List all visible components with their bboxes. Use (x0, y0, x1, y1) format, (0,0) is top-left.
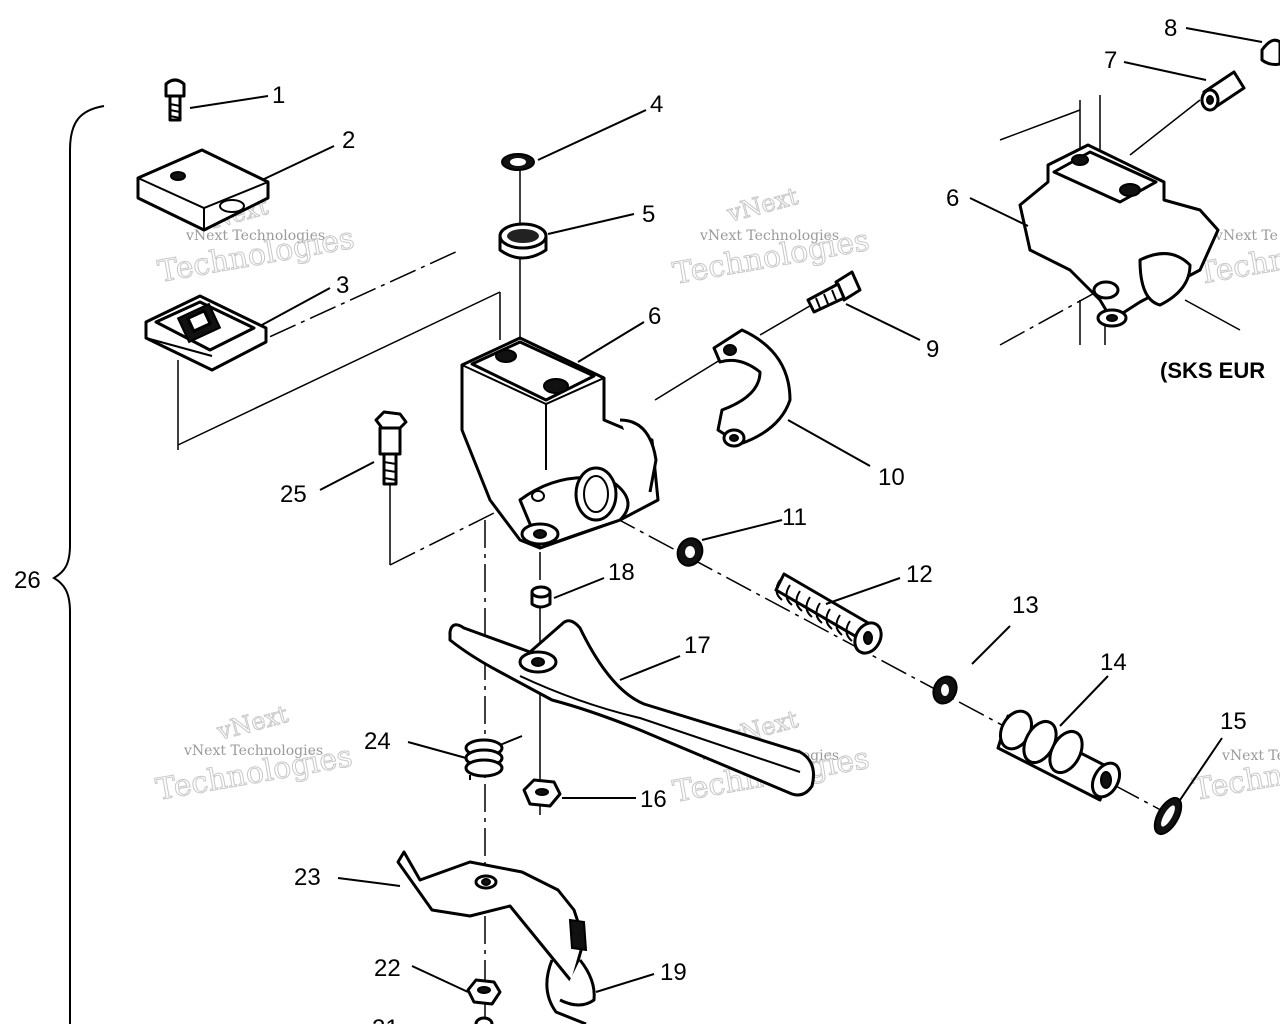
callout-7: 7 (1104, 47, 1117, 74)
callout-26: 26 (14, 567, 41, 594)
part-cover-2 (136, 148, 270, 232)
watermark-text: vNext (723, 182, 801, 228)
leader-13 (971, 625, 1011, 665)
watermark-text: vNext Technologies (183, 743, 323, 759)
leader-1 (189, 95, 269, 109)
leader-6b (969, 197, 1029, 227)
leader-14 (1059, 675, 1109, 727)
callout-9: 9 (926, 336, 939, 363)
leader-2 (261, 145, 335, 181)
leader-lines (189, 27, 1263, 993)
callout-12: 12 (906, 561, 933, 588)
part-ring-15 (1153, 796, 1183, 836)
callout-2: 2 (342, 127, 355, 154)
leader-11 (701, 519, 783, 541)
axis-line (1184, 299, 1241, 331)
callout-17: 17 (684, 632, 711, 659)
callout-8: 8 (1164, 15, 1177, 42)
part-washer-11 (676, 537, 704, 567)
part-master-cylinder-6 (460, 336, 660, 550)
callout-16: 16 (640, 786, 667, 813)
leader-17 (619, 655, 681, 681)
watermark-text: vNext (213, 700, 291, 746)
leader-7 (1123, 61, 1207, 81)
callout-14: 14 (1100, 649, 1127, 676)
leader-5 (547, 213, 635, 235)
leader-22 (411, 965, 469, 993)
leader-10 (787, 419, 871, 467)
part-washer-13 (932, 675, 958, 705)
callout-23: 23 (294, 864, 321, 891)
axis-line (229, 249, 461, 356)
leader-3 (259, 287, 331, 327)
watermark-text: vNext Te (1221, 748, 1280, 764)
axis-line (389, 504, 511, 566)
inset-master-cylinder (1018, 143, 1220, 328)
callout-21: 21 (372, 1015, 399, 1024)
leader-25 (319, 461, 375, 491)
leader-12 (825, 577, 901, 605)
watermark-text: vNext Technologies (699, 228, 839, 244)
callout-24: 24 (364, 728, 391, 755)
callout-25: 25 (280, 481, 307, 508)
callout-15: 15 (1220, 708, 1247, 735)
part-bushing-18 (530, 585, 552, 609)
leader-18 (553, 577, 605, 599)
axis-line (1129, 99, 1201, 156)
watermark-bottom-right: vNext Te Techn (1190, 748, 1280, 808)
part-bushing-5 (498, 222, 548, 260)
part-clamp-10 (712, 328, 792, 448)
leader-24 (407, 741, 467, 759)
callout-5: 5 (642, 201, 655, 228)
leader-6 (577, 321, 645, 363)
callout-3: 3 (336, 272, 349, 299)
axis-line (177, 291, 501, 446)
leader-9 (845, 303, 921, 341)
watermark-text: vNext Te (1214, 228, 1278, 244)
variant-note: (SKS EUR (1160, 358, 1265, 383)
callout-13: 13 (1012, 592, 1039, 619)
part-piston-14 (996, 709, 1122, 802)
watermark-bottom-left: vNext vNext Technologies Technologies (153, 700, 356, 809)
watermark-text: vNext Technologies (185, 228, 325, 244)
watermark-top-center: vNext vNext Technologies Technologies (670, 182, 873, 293)
leader-4 (537, 109, 647, 161)
leader-8 (1185, 27, 1263, 43)
callout-10: 10 (878, 464, 905, 491)
callout-1: 1 (272, 82, 285, 109)
part-bolt-9 (806, 270, 862, 314)
leader-19 (595, 973, 655, 993)
part-nut-22 (466, 978, 502, 1006)
part-spring-24 (464, 735, 523, 780)
part-spring-12 (774, 572, 883, 655)
part-screw-1 (164, 78, 186, 122)
part-bolt-25 (374, 410, 408, 486)
callout-18: 18 (608, 559, 635, 586)
callout-22: 22 (374, 955, 401, 982)
axis-line (654, 359, 721, 401)
part-diaphragm-3 (144, 294, 268, 372)
axis-line (999, 289, 1101, 346)
part-nut-16 (522, 778, 562, 808)
leader-23 (337, 877, 401, 887)
callout-4: 4 (650, 91, 663, 118)
callout-19: 19 (660, 959, 687, 986)
callout-labels: 1 2 3 4 5 6 9 10 11 12 13 14 15 16 17 18… (14, 15, 1265, 1024)
axis-line (999, 109, 1081, 141)
assembly-brace (52, 105, 105, 1024)
callout-6: 6 (648, 303, 661, 330)
leader-15 (1179, 737, 1223, 801)
part-washer-4 (501, 153, 535, 171)
callout-6b: 6 (946, 185, 959, 212)
part-fitting-8 (1260, 38, 1280, 66)
part-fitting-7 (1200, 70, 1246, 112)
part-21 (474, 1016, 494, 1024)
callout-11: 11 (782, 504, 807, 531)
part-lever-17 (448, 619, 815, 797)
part-bracket-19-23 (396, 850, 596, 1024)
